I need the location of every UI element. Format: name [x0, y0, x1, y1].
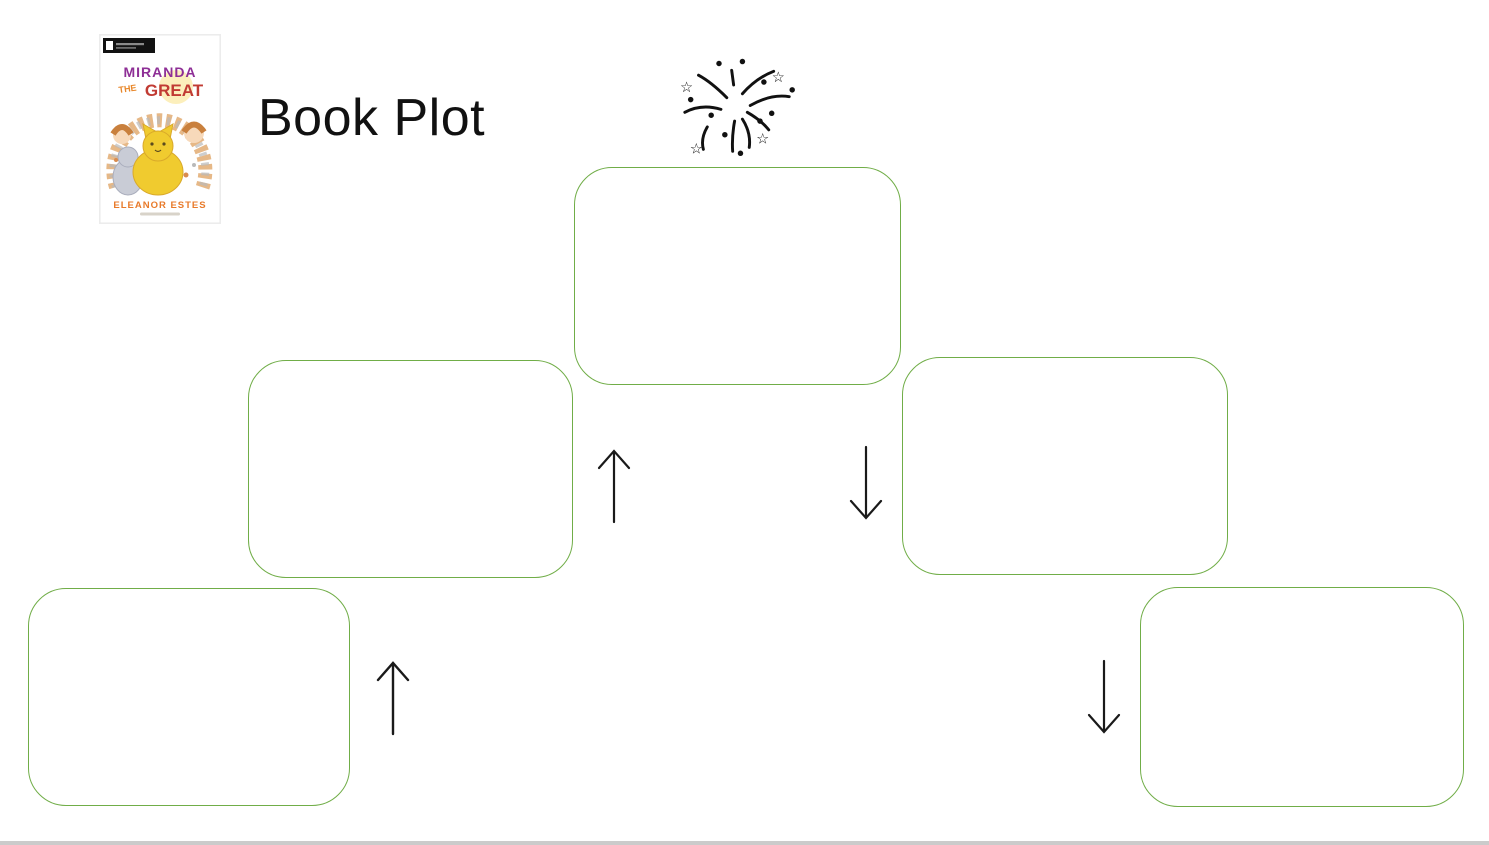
- svg-text:☆: ☆: [756, 131, 769, 148]
- svg-text:☆: ☆: [680, 79, 693, 96]
- book-cover-illustration: MIRANDA THE GREAT: [100, 35, 220, 223]
- up-arrow-icon: [376, 661, 410, 736]
- book-cover-image[interactable]: MIRANDA THE GREAT: [100, 35, 220, 223]
- page-title: Book Plot: [258, 89, 486, 147]
- cover-title-great: GREAT: [145, 81, 204, 100]
- cover-title-the: THE: [118, 83, 137, 95]
- cover-title-miranda: MIRANDA: [123, 64, 196, 80]
- publisher-label: [103, 38, 155, 53]
- plot-box-bottom-right[interactable]: [1140, 587, 1464, 807]
- plot-box-middle-left[interactable]: [248, 360, 573, 578]
- fireworks-icon: ☆ ☆ ☆ ☆: [680, 58, 795, 157]
- cover-author: ELEANOR ESTES: [113, 200, 206, 211]
- bottom-divider-bar: [0, 841, 1489, 845]
- plot-box-middle-right[interactable]: [902, 357, 1228, 575]
- svg-text:☆: ☆: [690, 140, 703, 157]
- cover-glow: [159, 70, 193, 104]
- up-arrow-icon: [597, 449, 631, 524]
- plot-box-top-center[interactable]: [574, 167, 901, 385]
- down-arrow-icon: [849, 445, 883, 520]
- plot-box-bottom-left[interactable]: [28, 588, 350, 806]
- svg-text:☆: ☆: [772, 69, 785, 86]
- down-arrow-icon: [1087, 659, 1121, 734]
